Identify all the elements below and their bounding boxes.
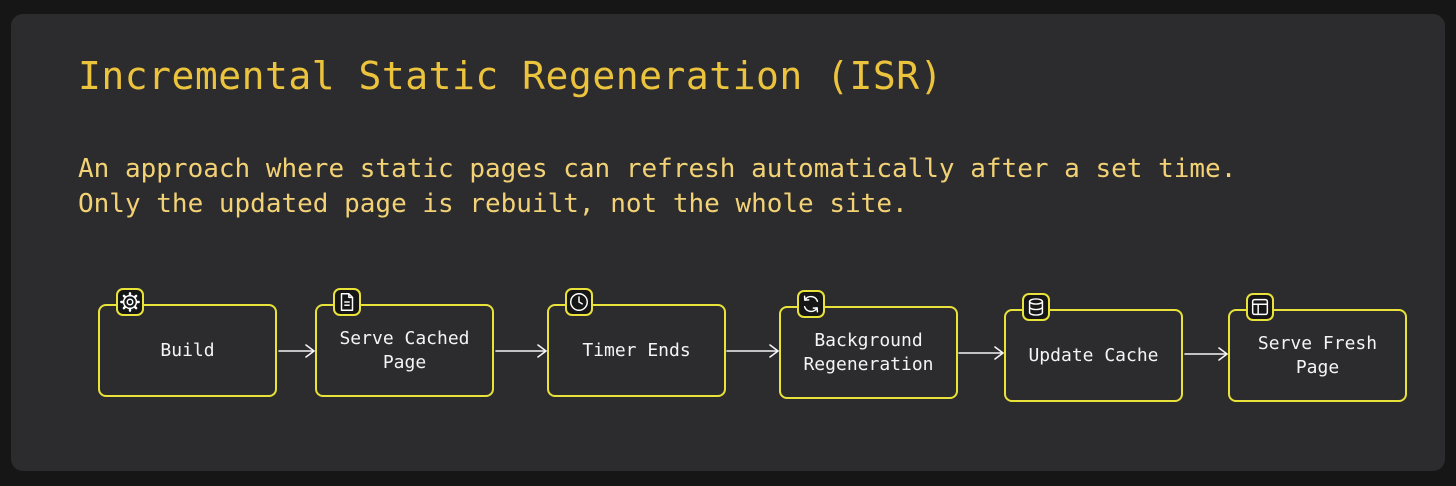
refresh-icon — [797, 290, 825, 318]
step-label: Background Regeneration — [803, 329, 934, 375]
description: An approach where static pages can refre… — [78, 152, 1236, 222]
diagram-card — [11, 14, 1445, 471]
clock-icon — [565, 288, 593, 316]
step-serve-cached-page: Serve Cached Page — [315, 288, 494, 397]
step-label: Serve Cached Page — [339, 327, 470, 373]
page-title: Incremental Static Regeneration (ISR) — [78, 54, 943, 98]
step-label: Update Cache — [1028, 344, 1159, 366]
step-label: Timer Ends — [582, 339, 691, 361]
description-line-2: Only the updated page is rebuilt, not th… — [78, 189, 908, 219]
step-build: Build — [98, 288, 277, 397]
step-update-cache: Update Cache — [1004, 293, 1183, 402]
step-label: Serve Fresh Page — [1257, 332, 1378, 378]
layout-icon — [1246, 293, 1274, 321]
gear-icon — [116, 288, 144, 316]
step-timer-ends: Timer Ends — [547, 288, 726, 397]
description-line-1: An approach where static pages can refre… — [78, 154, 1237, 184]
step-background-regeneration: Background Regeneration — [779, 290, 958, 399]
step-label: Build — [160, 339, 215, 361]
step-serve-fresh-page: Serve Fresh Page — [1228, 293, 1407, 402]
database-icon — [1022, 293, 1050, 321]
document-icon — [333, 288, 361, 316]
